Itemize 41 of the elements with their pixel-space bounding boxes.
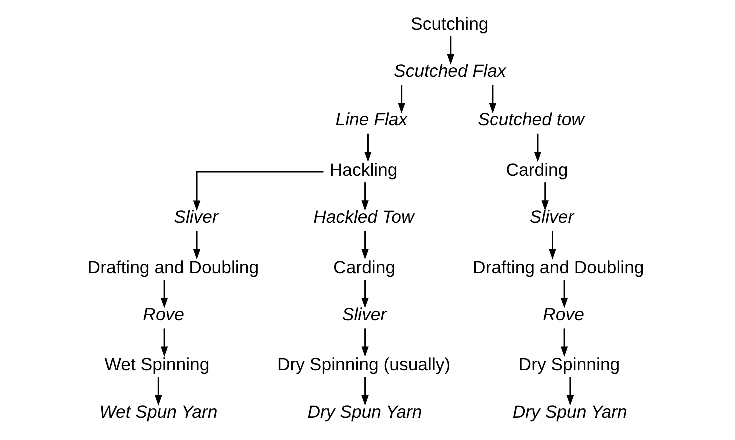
node-text: Dry Spinning [518,354,620,375]
arrow [364,134,372,162]
node-text: Rove [143,304,184,325]
arrow [560,280,568,308]
arrow [362,182,369,211]
node-text: Carding [506,160,568,180]
arrow [193,231,201,260]
arrow [362,231,369,260]
node-text: Sliver [530,207,574,228]
arrow [160,328,168,358]
node-text: Carding [334,257,396,278]
node-text: Dry Spinning (usually) [277,354,451,375]
node-text: Drafting and Doubling [473,257,644,278]
node-text: Drafting and Doubling [88,257,260,278]
node-text: Hackling [330,160,398,180]
arrow [398,85,406,114]
node-text: Scutched Flax [394,60,506,81]
arrow [566,377,574,406]
arrow [447,36,455,65]
node-text: Dry Spun Yarn [512,402,628,422]
arrow [542,182,549,211]
arrow [489,85,497,114]
node-text: Scutching [411,14,489,34]
arrow [160,280,168,308]
node-text: Sliver [342,304,387,325]
node-text: Line Flax [336,110,408,130]
node-text: Scutched tow [478,110,584,130]
node-text: Wet Spinning [104,354,210,375]
arrow [362,377,369,406]
arrow [560,328,568,358]
arrow [362,328,369,358]
node-text: Dry Spun Yarn [308,402,422,422]
arrow [362,280,369,308]
arrow [155,377,162,406]
node-text: Hackled Tow [314,207,414,228]
arrow [534,134,542,162]
node-text: Sliver [174,207,218,228]
node-text: Wet Spun Yarn [100,402,218,422]
arrow [549,231,556,260]
node-text: Rove [543,304,584,325]
arrow [193,171,324,212]
